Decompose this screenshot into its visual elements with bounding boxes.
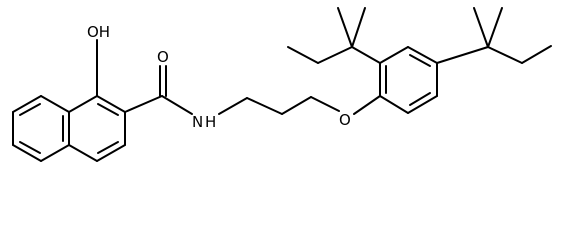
bond	[436, 46, 489, 64]
carbonyl-oxygen-label: O	[157, 48, 169, 66]
bond	[246, 97, 283, 115]
bond	[317, 46, 353, 64]
bond	[353, 95, 381, 115]
bond	[409, 92, 431, 106]
bond	[161, 95, 193, 115]
amide-group: O N H	[124, 48, 216, 131]
tert-pentyl-group-ortho	[287, 7, 381, 64]
tert-pentyl-group-para	[436, 7, 552, 64]
bond	[96, 95, 126, 113]
bond	[337, 7, 353, 48]
amide-hydrogen-label: H	[205, 113, 216, 131]
bond	[12, 95, 42, 113]
bond	[287, 46, 319, 64]
propyl-linker	[218, 96, 340, 115]
bond	[473, 7, 489, 48]
bond	[96, 144, 126, 162]
bond	[487, 46, 523, 64]
bond	[351, 7, 366, 48]
bond	[407, 46, 438, 64]
bond	[310, 96, 340, 112]
bond	[12, 144, 42, 162]
bond	[68, 144, 98, 162]
bond	[487, 7, 503, 48]
bond	[379, 46, 409, 64]
ether-oxygen: O	[339, 95, 381, 129]
bond	[19, 103, 41, 116]
amide-nitrogen-label: N	[192, 113, 203, 131]
ether-oxygen-label: O	[339, 111, 351, 129]
bond	[40, 95, 70, 113]
bond	[19, 141, 41, 154]
bond	[68, 95, 98, 113]
bond	[97, 103, 119, 116]
bond	[521, 45, 552, 64]
chemical-structure-diagram: OH O N H O	[12, 7, 552, 162]
bond	[407, 95, 438, 114]
bond	[379, 95, 409, 114]
naphthalene-core	[12, 95, 126, 162]
bond	[281, 96, 312, 115]
bond	[409, 54, 431, 67]
bond	[40, 144, 70, 162]
bond	[218, 97, 248, 115]
bond	[351, 46, 381, 64]
hydroxyl-label: OH	[87, 23, 110, 41]
hydroxyl-group: OH	[87, 23, 110, 97]
bond	[97, 141, 119, 154]
bond	[124, 95, 163, 113]
phenyl-ring	[379, 46, 438, 114]
